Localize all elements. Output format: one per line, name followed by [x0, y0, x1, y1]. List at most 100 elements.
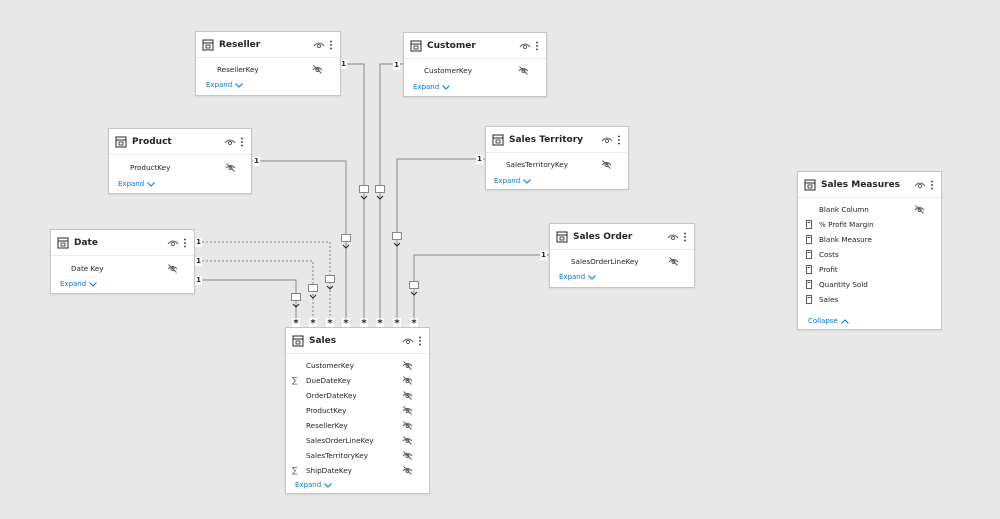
expand-link[interactable]: Expand [206, 81, 244, 89]
field-row[interactable]: ProductKey [286, 403, 429, 418]
hidden-eye-icon[interactable] [402, 421, 413, 430]
more-options-icon[interactable] [929, 180, 935, 190]
hidden-eye-icon[interactable] [601, 160, 612, 169]
hidden-eye-icon[interactable] [167, 264, 178, 273]
expand-link[interactable]: Expand [494, 177, 532, 185]
field-row[interactable]: Costs [798, 247, 941, 262]
field-row[interactable]: SalesOrderLineKey [286, 433, 429, 448]
expand-label: Expand [295, 481, 322, 489]
more-options-icon[interactable] [682, 232, 688, 242]
field-row[interactable]: Date Key [51, 261, 194, 276]
field-row[interactable]: Sales [798, 292, 941, 307]
expand-link[interactable]: Expand [60, 280, 98, 288]
table-card-product[interactable]: Product ProductKey Expand [108, 128, 252, 194]
relationship-product-sales [252, 160, 347, 322]
more-options-icon[interactable] [239, 137, 245, 147]
hidden-eye-icon[interactable] [402, 451, 413, 460]
field-row[interactable]: Profit [798, 262, 941, 277]
table-card-sales-order[interactable]: Sales Order SalesOrderLineKey Expand [549, 223, 695, 288]
table-title: Sales [309, 335, 337, 346]
more-options-icon[interactable] [616, 135, 622, 145]
collapse-link[interactable]: Collapse [808, 317, 849, 325]
field-row[interactable]: OrderDateKey [286, 388, 429, 403]
more-options-icon[interactable] [417, 336, 423, 346]
more-options-icon[interactable] [534, 41, 540, 51]
more-options-icon[interactable] [328, 40, 334, 50]
table-header[interactable]: Reseller [196, 32, 340, 58]
cardinality-one-label: 1 [476, 155, 483, 164]
table-icon [57, 237, 69, 248]
field-row[interactable]: CustomerKey [404, 63, 546, 78]
hidden-eye-icon[interactable] [402, 466, 413, 475]
table-header[interactable]: Sales Measures [798, 172, 941, 198]
table-header[interactable]: Date [51, 230, 194, 256]
field-row[interactable]: SalesOrderLineKey [550, 254, 694, 269]
field-name: ResellerKey [306, 421, 348, 430]
hidden-eye-icon[interactable] [402, 406, 413, 415]
table-card-sales[interactable]: Sales CustomerKey ∑ DueDateKey OrderDate… [285, 327, 430, 494]
table-card-customer[interactable]: Customer CustomerKey Expand [403, 32, 547, 97]
hidden-eye-icon[interactable] [402, 391, 413, 400]
field-list: Blank Column % Profit Margin Blank Measu… [798, 202, 941, 307]
expand-label: Expand [413, 83, 440, 91]
field-row[interactable]: Quantity Sold [798, 277, 941, 292]
eye-icon[interactable] [667, 232, 679, 242]
eye-icon[interactable] [601, 135, 613, 145]
relationship-date-sales-active [194, 279, 297, 322]
hidden-eye-icon[interactable] [668, 257, 679, 266]
eye-icon[interactable] [313, 40, 325, 50]
field-row[interactable]: ResellerKey [196, 62, 340, 77]
table-card-sales-measures[interactable]: Sales Measures Blank Column % Profit Mar… [797, 171, 942, 330]
table-header[interactable]: Sales Order [550, 224, 694, 250]
hidden-eye-icon[interactable] [402, 361, 413, 370]
field-row[interactable]: ProductKey [109, 160, 251, 175]
field-row[interactable]: CustomerKey [286, 358, 429, 373]
table-header[interactable]: Sales Territory [486, 127, 628, 153]
hidden-eye-icon[interactable] [914, 205, 925, 214]
hidden-eye-icon[interactable] [312, 65, 323, 74]
field-row[interactable]: % Profit Margin [798, 217, 941, 232]
eye-icon[interactable] [224, 137, 236, 147]
table-card-date[interactable]: Date Date Key Expand [50, 229, 195, 294]
more-options-icon[interactable] [182, 238, 188, 248]
table-icon [556, 231, 568, 242]
field-row[interactable]: Blank Column [798, 202, 941, 217]
filter-direction-icon [291, 293, 301, 308]
expand-link[interactable]: Expand [118, 180, 156, 188]
field-row[interactable]: ResellerKey [286, 418, 429, 433]
field-name: ProductKey [306, 406, 347, 415]
table-card-sales-territory[interactable]: Sales Territory SalesTerritoryKey Expand [485, 126, 629, 190]
field-row[interactable]: Blank Measure [798, 232, 941, 247]
eye-icon[interactable] [914, 180, 926, 190]
eye-icon[interactable] [402, 336, 414, 346]
eye-icon[interactable] [167, 238, 179, 248]
hidden-eye-icon[interactable] [402, 436, 413, 445]
field-row[interactable]: ∑ ShipDateKey [286, 463, 429, 478]
field-list: CustomerKey ∑ DueDateKey OrderDateKey Pr… [286, 358, 429, 478]
expand-link[interactable]: Expand [295, 481, 333, 489]
table-title: Sales Order [573, 231, 633, 242]
chevron-down-icon [442, 84, 451, 90]
expand-label: Expand [559, 273, 586, 281]
field-row[interactable]: SalesTerritoryKey [486, 157, 628, 172]
hidden-eye-icon[interactable] [402, 376, 413, 385]
sigma-icon: ∑ [292, 466, 298, 475]
expand-link[interactable]: Expand [413, 83, 451, 91]
calculator-icon [806, 250, 812, 259]
field-row[interactable]: SalesTerritoryKey [286, 448, 429, 463]
table-header[interactable]: Customer [404, 33, 546, 59]
calculator-icon [806, 295, 812, 304]
expand-link[interactable]: Expand [559, 273, 597, 281]
table-header[interactable]: Product [109, 129, 251, 155]
relationship-order-sales [413, 254, 549, 322]
cardinality-one-label: 1 [195, 238, 202, 247]
eye-icon[interactable] [519, 41, 531, 51]
field-name: CustomerKey [306, 361, 354, 370]
table-card-reseller[interactable]: Reseller ResellerKey Expand [195, 31, 341, 96]
hidden-eye-icon[interactable] [225, 163, 236, 172]
hidden-eye-icon[interactable] [518, 66, 529, 75]
filter-direction-icon [341, 234, 351, 249]
table-header[interactable]: Sales [286, 328, 429, 354]
field-row[interactable]: ∑ DueDateKey [286, 373, 429, 388]
